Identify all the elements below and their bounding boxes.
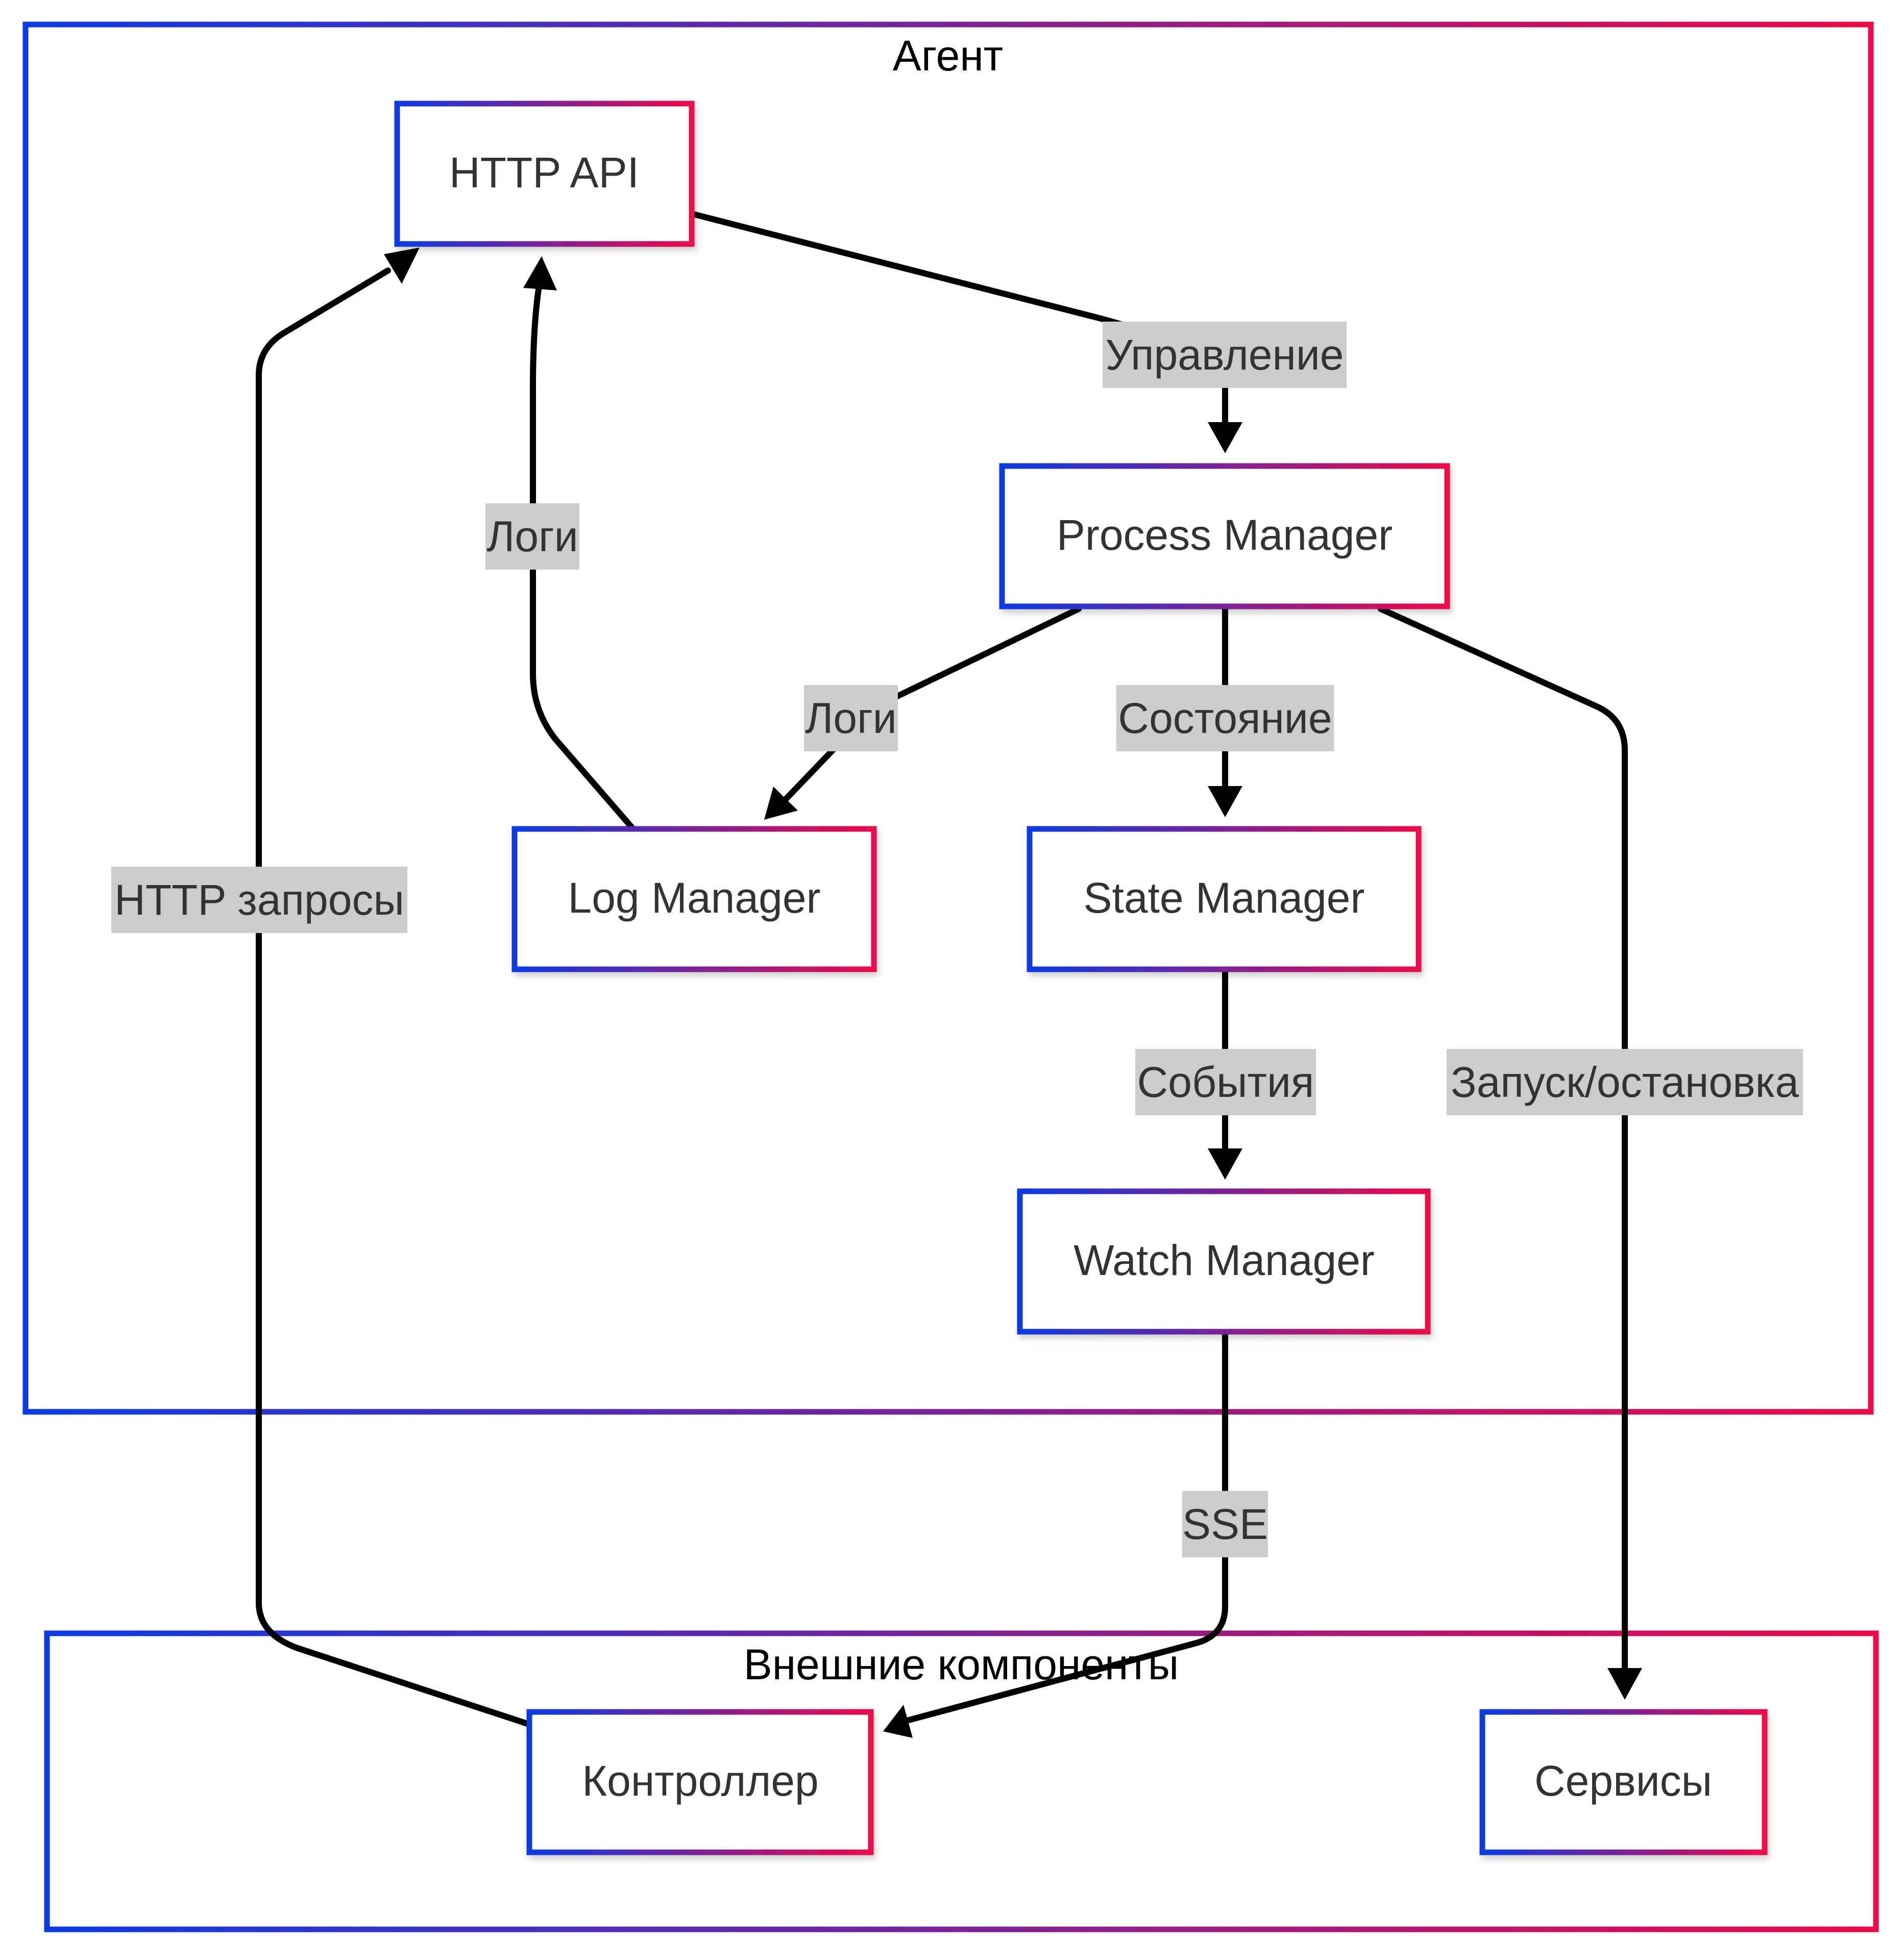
edge-label: Состояние — [1118, 694, 1332, 742]
edge-label-background — [1116, 685, 1334, 751]
node-controller: Контроллер — [526, 1709, 874, 1855]
node-watch-manager: Watch Manager — [1017, 1188, 1431, 1335]
edge-controller-to-http-api: HTTP запросы — [111, 248, 530, 1727]
arrow-head — [1607, 1668, 1642, 1700]
node-label: Process Manager — [1057, 511, 1393, 559]
edge-label-background — [1182, 1491, 1268, 1557]
node-label: Сервисы — [1534, 1757, 1712, 1805]
node-box — [526, 1709, 874, 1855]
edge-process-manager-to-services: Запуск/остановка — [1378, 606, 1803, 1700]
node-label: Watch Manager — [1073, 1236, 1375, 1284]
cluster-agent: Агент — [22, 21, 1874, 1415]
edge-label: HTTP запросы — [114, 876, 404, 924]
edge-label: Логи — [805, 694, 896, 742]
edge-label-background — [485, 503, 579, 570]
node-http-api: HTTP API — [394, 101, 695, 247]
edge-label: Управление — [1106, 331, 1344, 379]
node-box — [1027, 826, 1422, 972]
node-box — [1017, 1188, 1431, 1335]
arrow-head — [1208, 786, 1242, 817]
node-label: HTTP API — [449, 149, 639, 197]
edge-label: SSE — [1182, 1500, 1268, 1548]
node-process-manager: Process Manager — [999, 463, 1450, 609]
node-log-manager: Log Manager — [511, 826, 877, 972]
edge-label-background — [1447, 1049, 1803, 1115]
arrow-head — [1208, 422, 1242, 453]
edge-http-api-to-process-manager: Управление — [691, 211, 1347, 453]
edge-label: Логи — [486, 512, 578, 560]
node-state-manager: State Manager — [1027, 826, 1422, 972]
arrow-head — [764, 787, 798, 820]
node-box — [999, 463, 1450, 609]
edge-path — [691, 211, 1228, 427]
arrow-head — [384, 248, 420, 284]
cluster-external-border — [44, 1630, 1879, 1932]
arrow-head — [1208, 1148, 1242, 1180]
edge-label-background — [1135, 1049, 1316, 1115]
edge-path — [530, 283, 634, 830]
edge-process-manager-to-state-manager: Состояние — [1116, 606, 1334, 817]
cluster-agent-border — [22, 21, 1874, 1415]
node-box — [511, 826, 877, 972]
arrow-head — [523, 256, 557, 290]
edge-label: Запуск/остановка — [1451, 1058, 1799, 1106]
edge-watch-manager-to-controller: SSE — [883, 1331, 1268, 1738]
edge-process-manager-to-log-manager: Логи — [764, 606, 1082, 820]
cluster-agent-title: Агент — [893, 32, 1003, 80]
node-services: Сервисы — [1479, 1709, 1768, 1855]
node-label: Log Manager — [568, 874, 820, 922]
edge-label-background — [1103, 322, 1347, 388]
arrow-head — [883, 1705, 913, 1738]
node-box — [1479, 1709, 1768, 1855]
edge-path — [1378, 606, 1628, 1671]
edge-path — [256, 267, 530, 1727]
edge-label-background — [804, 685, 898, 751]
edge-label-background — [111, 867, 407, 933]
node-box — [394, 101, 695, 247]
node-label: Контроллер — [582, 1757, 819, 1805]
edge-label: События — [1137, 1058, 1314, 1106]
edge-state-manager-to-watch-manager: События — [1135, 968, 1316, 1180]
edge-log-manager-to-http-api: Логи — [485, 256, 634, 830]
node-label: State Manager — [1083, 874, 1364, 922]
edge-path — [906, 1331, 1228, 1723]
